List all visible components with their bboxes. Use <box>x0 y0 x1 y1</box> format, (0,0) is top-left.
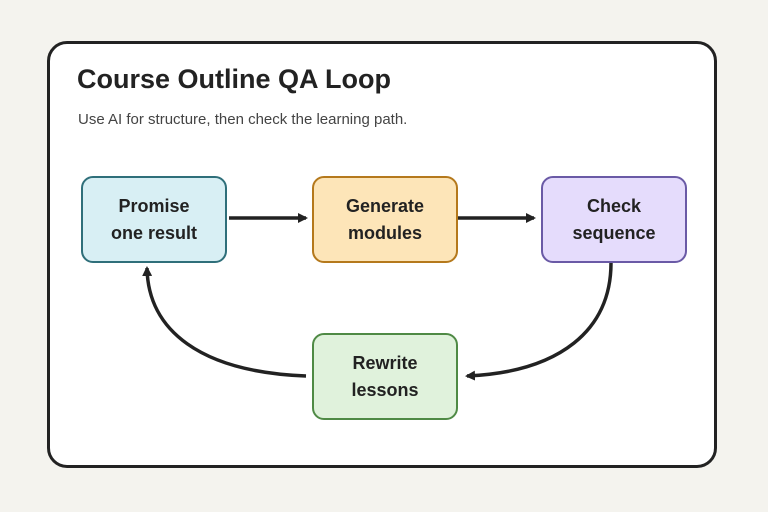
diagram-title: Course Outline QA Loop <box>77 64 391 94</box>
diagram-subtitle: Use AI for structure, then check the lea… <box>78 111 408 128</box>
node-rewrite-lessons: Rewrite lessons <box>312 333 458 420</box>
node-label-line: one result <box>110 222 198 243</box>
node-label-line: modules <box>347 222 422 243</box>
node-label-line: sequence <box>572 222 656 243</box>
node-label-line: Generate <box>345 195 425 216</box>
node-generate-modules: Generate modules <box>312 176 458 263</box>
node-label-line: Promise <box>118 195 190 216</box>
node-promise-one-result: Promise one result <box>81 176 227 263</box>
node-check-sequence: Check sequence <box>541 176 687 263</box>
node-label-line: Check <box>586 195 641 216</box>
node-label-line: Rewrite <box>352 352 418 373</box>
node-label-line: lessons <box>351 379 419 400</box>
